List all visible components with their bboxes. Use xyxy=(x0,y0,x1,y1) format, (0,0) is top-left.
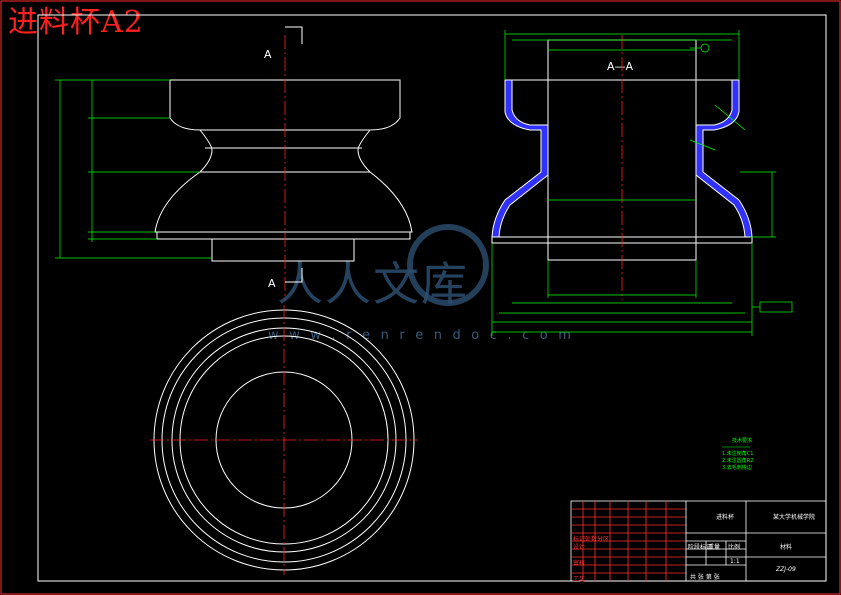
cut-arrow-top xyxy=(285,26,303,44)
title-block-material: 材料 xyxy=(780,544,793,551)
title-block-scale: 1:1 xyxy=(730,558,740,565)
title-block-drawing-no: ZZJ-09 xyxy=(776,566,796,573)
tech-note-1: 1.未注倒角C1 xyxy=(722,451,754,457)
cut-marker-top: A xyxy=(264,48,272,61)
title-block-row-0: 标记处数分区 xyxy=(573,536,610,543)
title-block-row-1: 设计 xyxy=(573,544,586,551)
cut-arrow-bottom xyxy=(285,268,303,283)
drawing-title: 进料杯A2 xyxy=(8,5,144,40)
tech-note-2: 2.未注圆角R2 xyxy=(722,458,754,464)
section-dimensions xyxy=(491,30,793,336)
title-block-drawing-name: 进料杯 xyxy=(716,514,735,521)
title-block-col-2: 比例 xyxy=(728,544,741,551)
section-label: A—A xyxy=(607,60,634,73)
title-block-row-3: 工艺 xyxy=(573,576,586,583)
title-block-sheet: 共 张 第 张 xyxy=(690,574,720,581)
cut-marker-bottom: A xyxy=(268,277,276,290)
front-view-dimensions xyxy=(55,79,212,259)
title-block-col-1: 重量 xyxy=(708,544,721,551)
tech-note-3: 3.去毛刺锐边 xyxy=(722,465,752,471)
drawing-frame xyxy=(37,14,827,582)
tech-notes-heading: 技术要求 xyxy=(732,438,753,444)
title-block-col-0: 阶段标记 xyxy=(688,544,713,551)
title-block-row-2: 审核 xyxy=(573,560,586,567)
title-block xyxy=(570,500,827,582)
title-block-school: 某大学机械学院 xyxy=(773,514,816,521)
front-view xyxy=(154,79,413,262)
